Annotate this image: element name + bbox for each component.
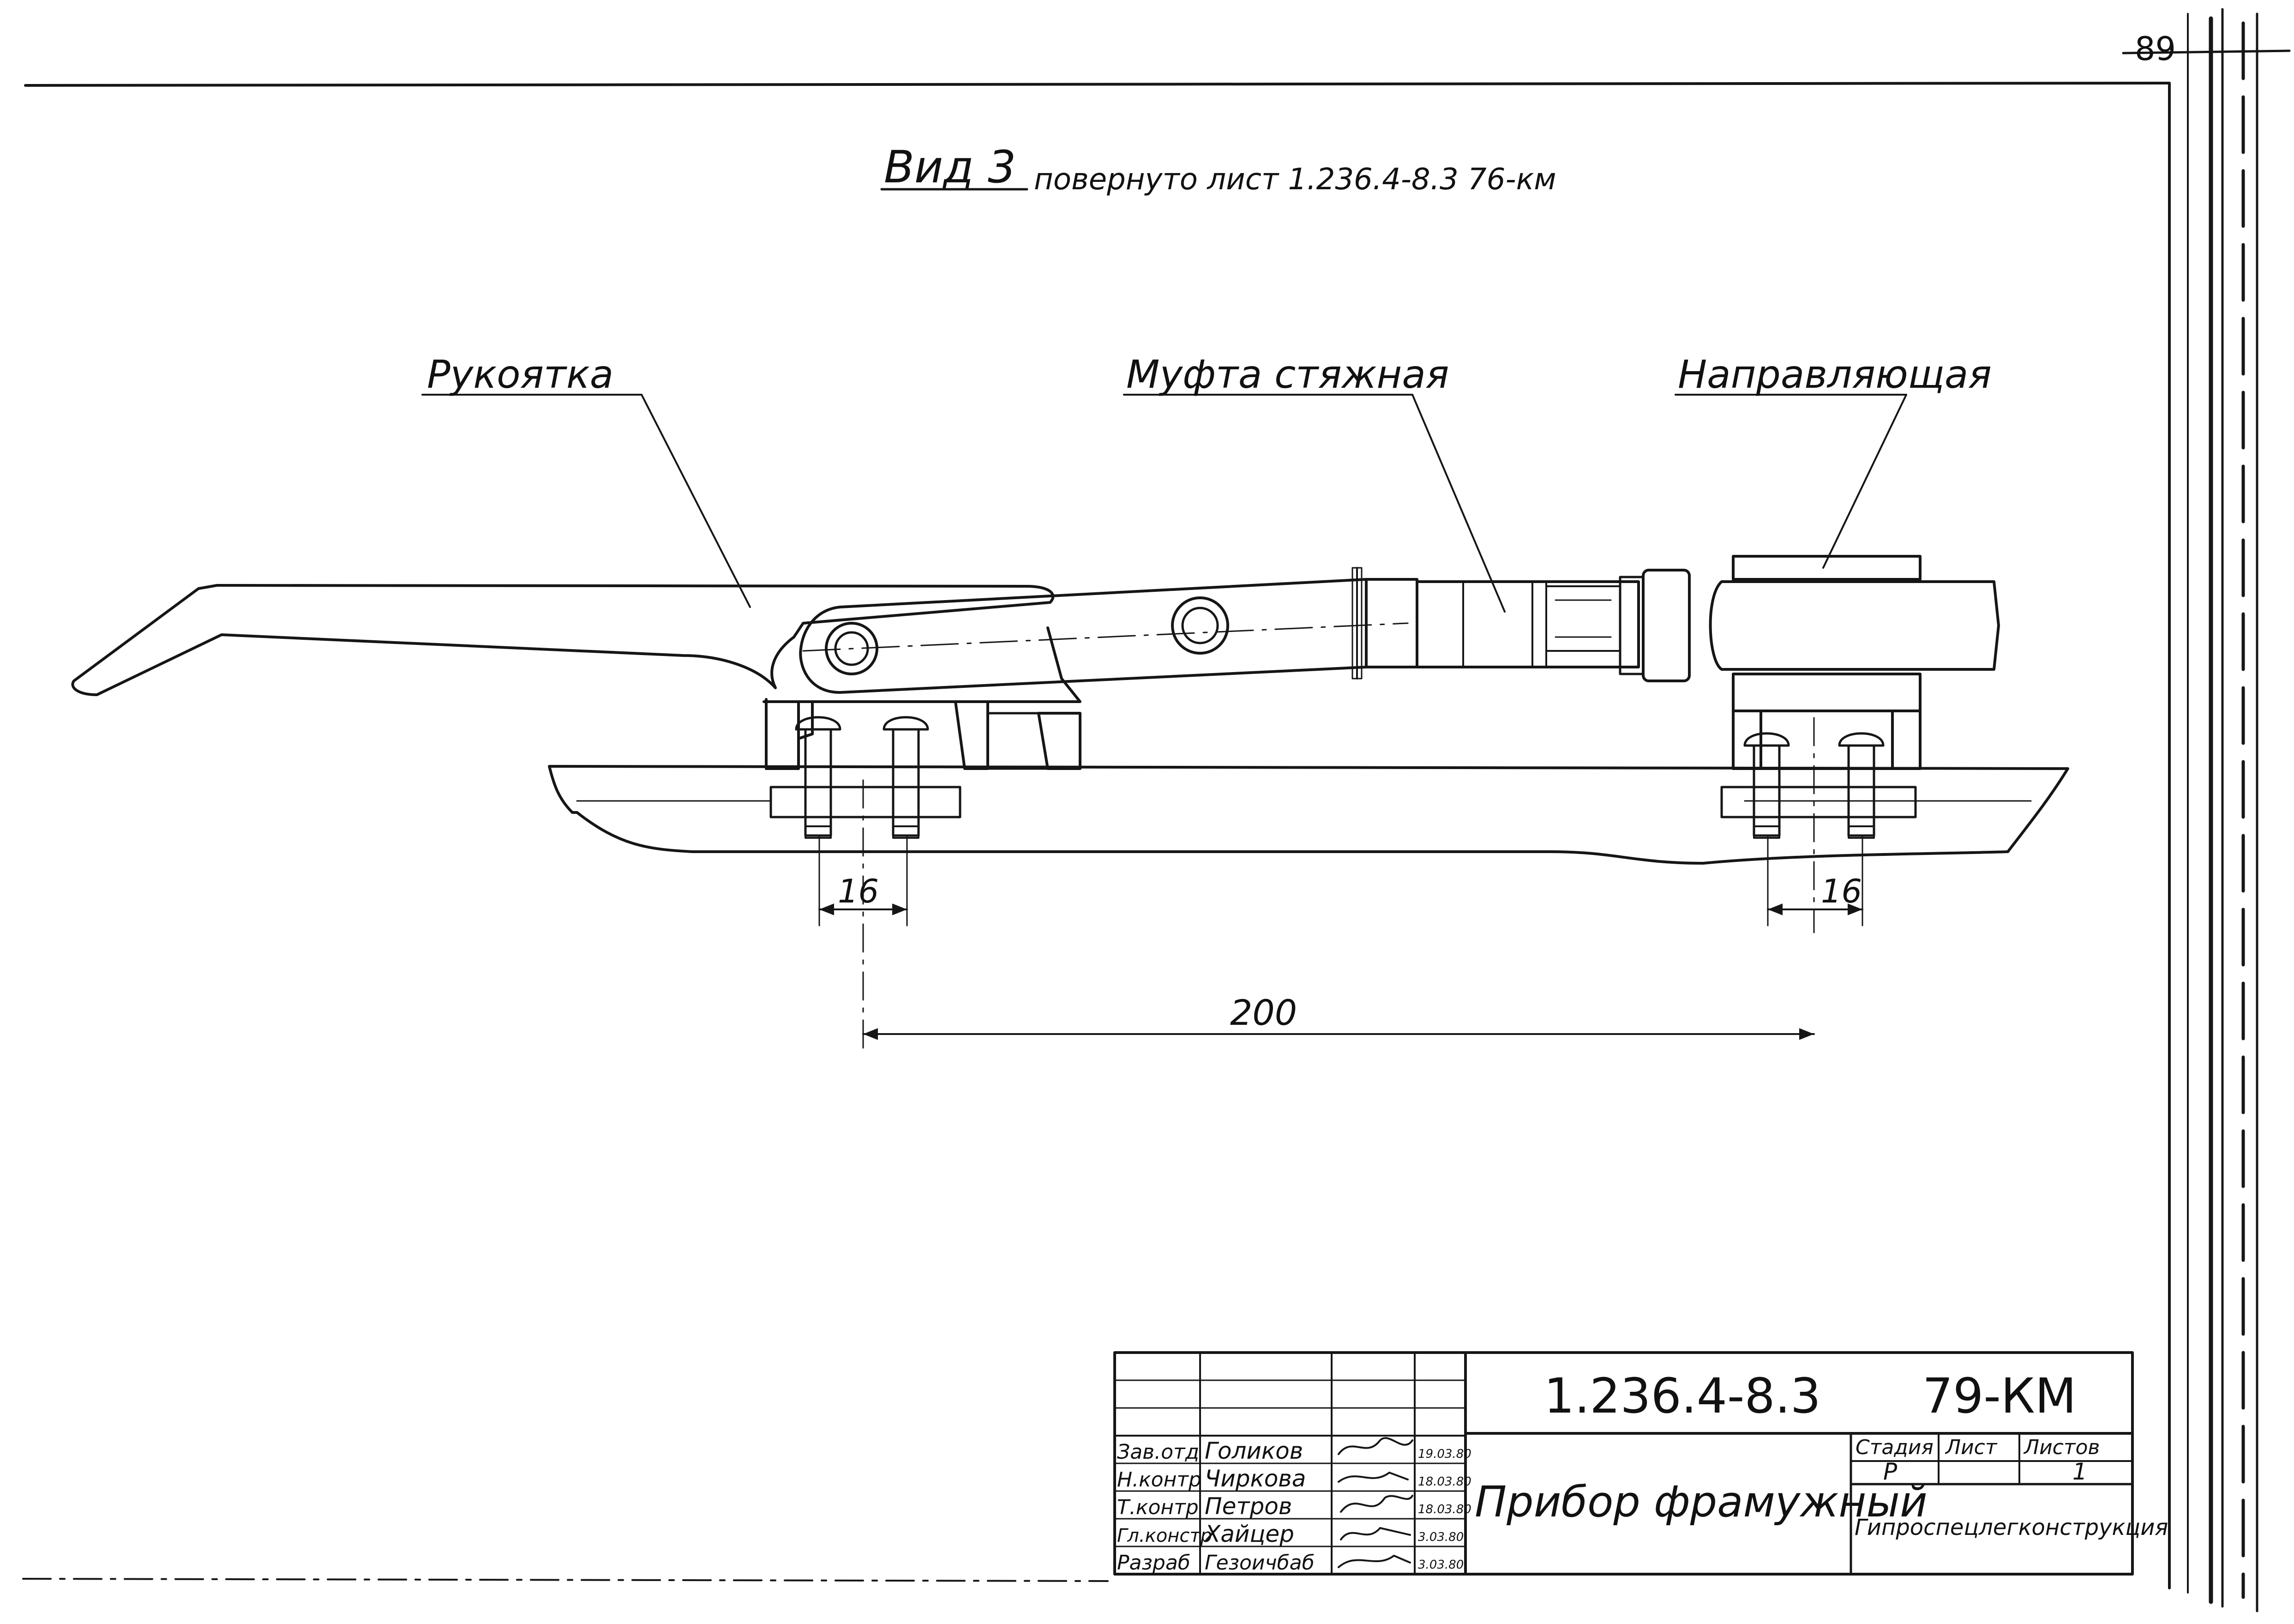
sheets-header: Листов [2023, 1436, 2100, 1459]
organization-name: Гипроспецлегконструкция [1855, 1515, 2168, 1540]
sign-date: 18.03.80 [1418, 1503, 1471, 1516]
screw-left-1 [795, 716, 841, 839]
sheet-frame [22, 8, 2291, 1612]
sign-row: Н.контр Чиркова 18.03.80 [1117, 1465, 1471, 1492]
leader-guide: Направляющая [1675, 352, 1992, 569]
label-coupling: Муфта стяжная [1126, 352, 1449, 397]
sign-date: 19.03.80 [1418, 1447, 1471, 1461]
sign-name: Гезоичбаб [1205, 1551, 1315, 1575]
view-title-name: Вид 3 [884, 141, 1016, 193]
sign-role: Н.контр [1117, 1468, 1201, 1492]
sign-name: Петров [1205, 1493, 1292, 1520]
dimension-center-value: 200 [1230, 992, 1297, 1033]
sign-name: Чиркова [1205, 1465, 1306, 1492]
sign-row: Разраб Гезоичбаб 3.03.80 [1117, 1551, 1464, 1575]
sheets-value: 1 [2072, 1458, 2087, 1485]
sign-row: Т.контр Петров 18.03.80 [1117, 1493, 1471, 1520]
sign-name: Голиков [1205, 1438, 1303, 1464]
sign-row: Гл.констр Хайцер 3.03.80 [1117, 1521, 1464, 1547]
dimension-right-value: 16 [1821, 872, 1862, 910]
sign-date: 3.03.80 [1418, 1558, 1464, 1572]
screw-left-2 [883, 716, 929, 839]
handle [71, 584, 1055, 696]
sheet-header: Лист [1945, 1436, 1998, 1459]
sign-row: Зав.отд Голиков 19.03.80 [1117, 1438, 1471, 1464]
screw-right-2 [1838, 732, 1885, 839]
dimension-left-value: 16 [838, 872, 879, 910]
dimension-right-16: 16 [1767, 835, 1863, 926]
coupling [1351, 567, 1691, 682]
left-bracket [763, 578, 1409, 770]
guide [1709, 555, 2000, 933]
sheet-number: 89 [2135, 30, 2176, 68]
stage-value: Р [1883, 1458, 1898, 1485]
dimension-left-16: 16 [818, 835, 908, 926]
document-code: 1.236.4-8.3 [1544, 1368, 1821, 1424]
title-block [1113, 1351, 2134, 1576]
sign-role: Разраб [1117, 1551, 1190, 1575]
base-plate [548, 765, 2069, 865]
sign-date: 18.03.80 [1418, 1475, 1471, 1489]
leader-coupling: Муфта стяжная [1123, 352, 1506, 613]
signature-marks [1338, 1437, 1413, 1568]
view-title-note: повернуто лист 1.236.4-8.3 76-км [1034, 162, 1556, 197]
lower-plates [769, 786, 1917, 818]
label-handle: Рукоятка [427, 352, 613, 397]
sign-date: 3.03.80 [1418, 1530, 1464, 1544]
label-guide: Направляющая [1678, 352, 1992, 397]
sign-role: Зав.отд [1117, 1440, 1199, 1464]
sheet-code: 79-КМ [1922, 1368, 2076, 1424]
product-name: Прибор фрамужный [1475, 1477, 1928, 1527]
view-title: Вид 3 повернуто лист 1.236.4-8.3 76-км [880, 141, 1556, 197]
sign-role: Гл.констр [1117, 1525, 1212, 1546]
leader-handle: Рукоятка [421, 352, 751, 608]
sign-role: Т.контр [1117, 1496, 1199, 1519]
sign-name: Хайцер [1203, 1521, 1294, 1547]
screw-right-1 [1743, 732, 1790, 839]
dimension-center-200: 200 [862, 779, 1815, 1051]
stage-header: Стадия [1856, 1436, 1934, 1459]
